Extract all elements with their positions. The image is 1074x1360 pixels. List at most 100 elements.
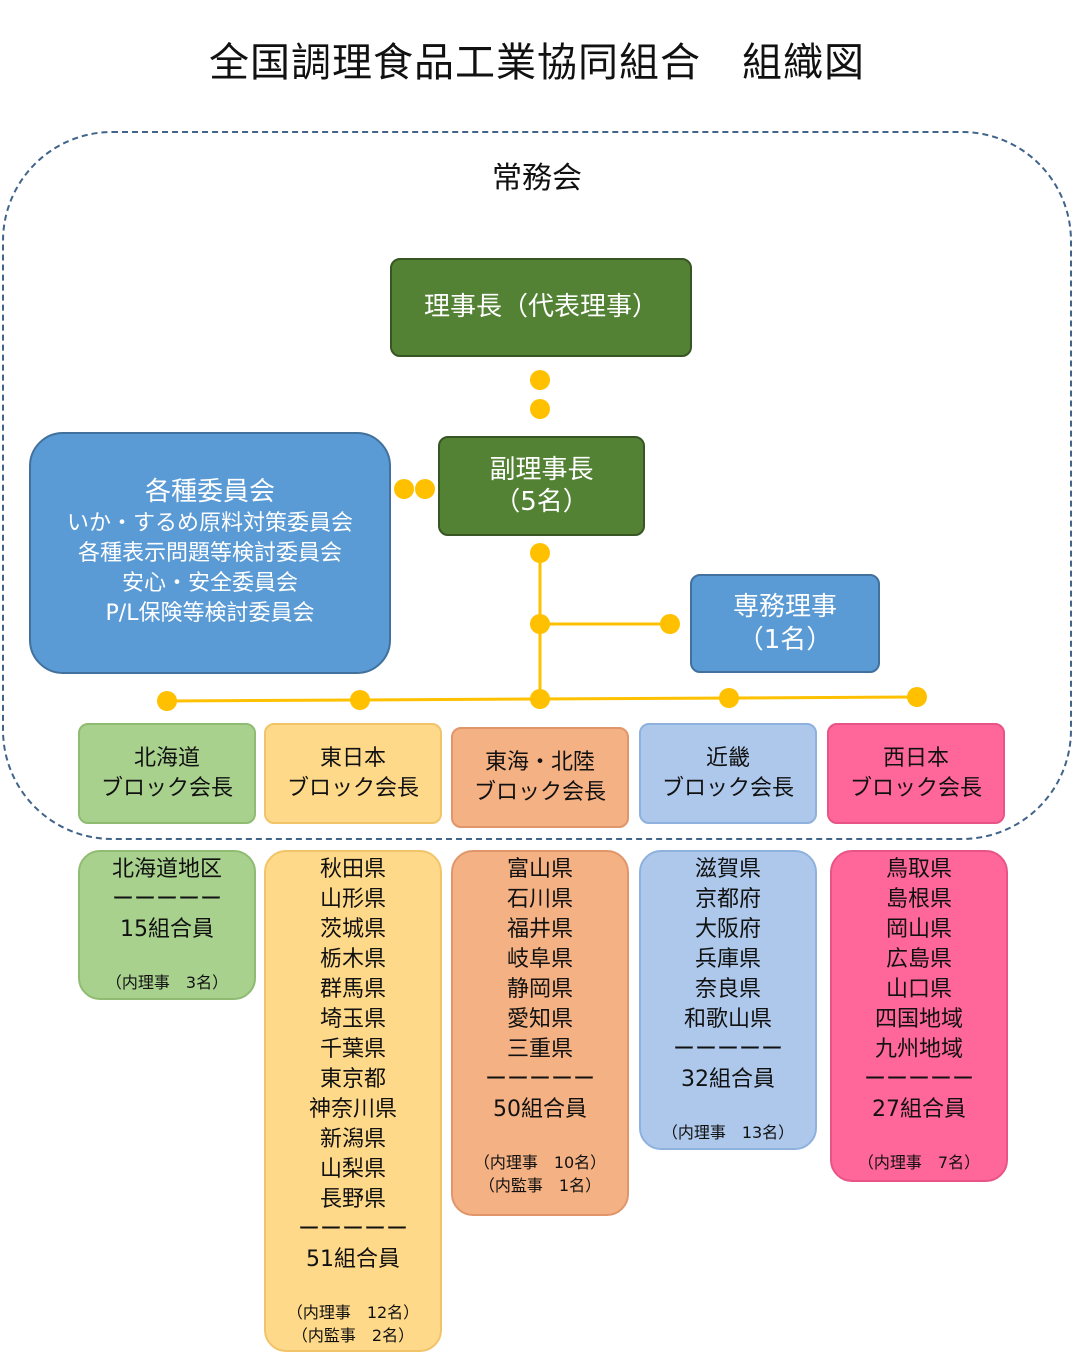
region-area: 京都府 <box>694 887 761 912</box>
region-area: 四国地域 <box>874 1007 963 1032</box>
connector-dot <box>350 690 370 710</box>
region-area: 山口県 <box>885 977 952 1002</box>
region-area: 岡山県 <box>885 917 952 942</box>
block-head-tokai-hokuriku: 東海・北陸 ブロック会長 <box>451 727 629 828</box>
region-area: 東京都 <box>319 1067 386 1092</box>
block-name: 東海・北陸 <box>484 749 595 775</box>
region-area: 山形県 <box>319 887 386 912</box>
region-area: 兵庫県 <box>694 947 761 972</box>
region-area: 栃木県 <box>319 947 386 972</box>
block-name: 東日本 <box>319 745 386 771</box>
vice-chairman-title: 副理事長 <box>489 454 594 485</box>
connector-dot <box>530 543 550 563</box>
auditor-note: （内監事 2名） <box>291 1326 415 1345</box>
block-role: ブロック会長 <box>100 775 233 801</box>
member-count: 15組合員 <box>120 917 214 942</box>
region-area: 神奈川県 <box>308 1097 397 1122</box>
block-name: 西日本 <box>882 745 949 771</box>
connector-dot <box>415 479 435 499</box>
member-count: 27組合員 <box>872 1097 966 1122</box>
block-head-hokkaido: 北海道 ブロック会長 <box>78 723 256 824</box>
block-name: 近畿 <box>705 745 750 771</box>
region-area: 千葉県 <box>319 1037 386 1062</box>
region-area: 茨城県 <box>319 917 386 942</box>
member-count: 51組合員 <box>306 1247 400 1272</box>
managing-director-title: 専務理事 <box>732 592 837 622</box>
region-area: 秋田県 <box>319 857 386 882</box>
connector-dot <box>719 688 739 708</box>
jomukai-label: 常務会 <box>492 161 582 196</box>
region-separator: ーーーーー <box>672 1037 783 1062</box>
committee-item: 安心・安全委員会 <box>121 571 298 596</box>
managing-director-count: （1名） <box>737 624 833 655</box>
region-area: 群馬県 <box>319 977 386 1002</box>
member-count: 32組合員 <box>681 1067 775 1092</box>
connector-dot <box>907 687 927 707</box>
region-area: 滋賀県 <box>694 857 761 882</box>
region-list-kinki: 滋賀県 京都府 大阪府 兵庫県 奈良県 和歌山県 ーーーーー 32組合員 （内理… <box>639 850 817 1150</box>
committee-item: いか・するめ原料対策委員会 <box>66 511 353 536</box>
vice-chairman-count: （5名） <box>494 487 589 517</box>
jomukai-boundary <box>2 131 1072 840</box>
region-list-nishi-nihon: 鳥取県 島根県 岡山県 広島県 山口県 四国地域 九州地域 ーーーーー 27組合… <box>830 850 1008 1182</box>
region-area: 三重県 <box>506 1037 573 1062</box>
committee-item: 各種表示問題等検討委員会 <box>77 541 342 566</box>
region-area: 北海道地区 <box>111 857 222 882</box>
block-role: ブロック会長 <box>473 779 606 805</box>
region-area: 岐阜県 <box>506 947 573 972</box>
region-area: 福井県 <box>506 917 573 942</box>
page-title: 全国調理食品工業協同組合 組織図 <box>209 40 865 86</box>
region-list-higashi-nihon: 秋田県 山形県 茨城県 栃木県 群馬県 埼玉県 千葉県 東京都 神奈川県 新潟県… <box>264 850 442 1352</box>
region-separator: ーーーーー <box>863 1067 974 1092</box>
block-role: ブロック会長 <box>849 775 982 801</box>
region-separator: ーーーーー <box>484 1067 595 1092</box>
region-area: 島根県 <box>885 887 952 912</box>
region-area: 静岡県 <box>506 977 573 1002</box>
block-head-kinki: 近畿 ブロック会長 <box>639 723 817 824</box>
board-note: （内理事 3名） <box>105 973 229 992</box>
region-area: 九州地域 <box>874 1037 963 1062</box>
region-separator: ーーーーー <box>111 887 222 912</box>
connector-dot <box>530 689 550 709</box>
connector-dot <box>530 370 550 390</box>
connector-dot <box>530 399 550 419</box>
region-area: 新潟県 <box>319 1127 386 1152</box>
region-area: 石川県 <box>506 887 573 912</box>
block-role: ブロック会長 <box>661 775 794 801</box>
region-area: 埼玉県 <box>319 1007 386 1032</box>
region-list-tokai-hokuriku: 富山県 石川県 福井県 岐阜県 静岡県 愛知県 三重県 ーーーーー 50組合員 … <box>451 850 629 1216</box>
region-area: 奈良県 <box>694 977 761 1002</box>
region-area: 広島県 <box>885 947 952 972</box>
connector-dot <box>660 614 680 634</box>
block-head-higashi-nihon: 東日本 ブロック会長 <box>264 723 442 824</box>
region-area: 長野県 <box>319 1187 386 1212</box>
connector-dot <box>530 614 550 634</box>
committees-box: 各種委員会 いか・するめ原料対策委員会 各種表示問題等検討委員会 安心・安全委員… <box>29 432 391 674</box>
auditor-note: （内監事 1名） <box>478 1176 602 1195</box>
region-area: 富山県 <box>506 857 573 882</box>
connector-dot <box>394 479 414 499</box>
vice-chairman-box: 副理事長 （5名） <box>438 436 645 536</box>
committees-title: 各種委員会 <box>144 477 275 507</box>
region-area: 愛知県 <box>506 1007 573 1032</box>
region-area: 山梨県 <box>319 1157 386 1182</box>
board-note: （内理事 12名） <box>286 1303 420 1322</box>
region-separator: ーーーーー <box>297 1217 408 1242</box>
board-note: （内理事 13名） <box>661 1123 795 1142</box>
managing-director-box: 専務理事 （1名） <box>690 574 880 673</box>
block-head-nishi-nihon: 西日本 ブロック会長 <box>827 723 1005 824</box>
region-list-hokkaido: 北海道地区 ーーーーー 15組合員 （内理事 3名） <box>78 850 256 1000</box>
chairman-box: 理事長（代表理事） <box>390 258 692 357</box>
block-role: ブロック会長 <box>286 775 419 801</box>
member-count: 50組合員 <box>493 1097 587 1122</box>
block-name: 北海道 <box>133 745 200 771</box>
region-area: 和歌山県 <box>683 1007 772 1032</box>
region-area: 鳥取県 <box>885 857 952 882</box>
region-area: 大阪府 <box>694 917 761 942</box>
chairman-label: 理事長（代表理事） <box>423 292 658 323</box>
committee-item: P/L保険等検討委員会 <box>105 601 315 626</box>
connector-dot <box>157 691 177 711</box>
board-note: （内理事 10名） <box>473 1153 607 1172</box>
board-note: （内理事 7名） <box>857 1153 981 1172</box>
